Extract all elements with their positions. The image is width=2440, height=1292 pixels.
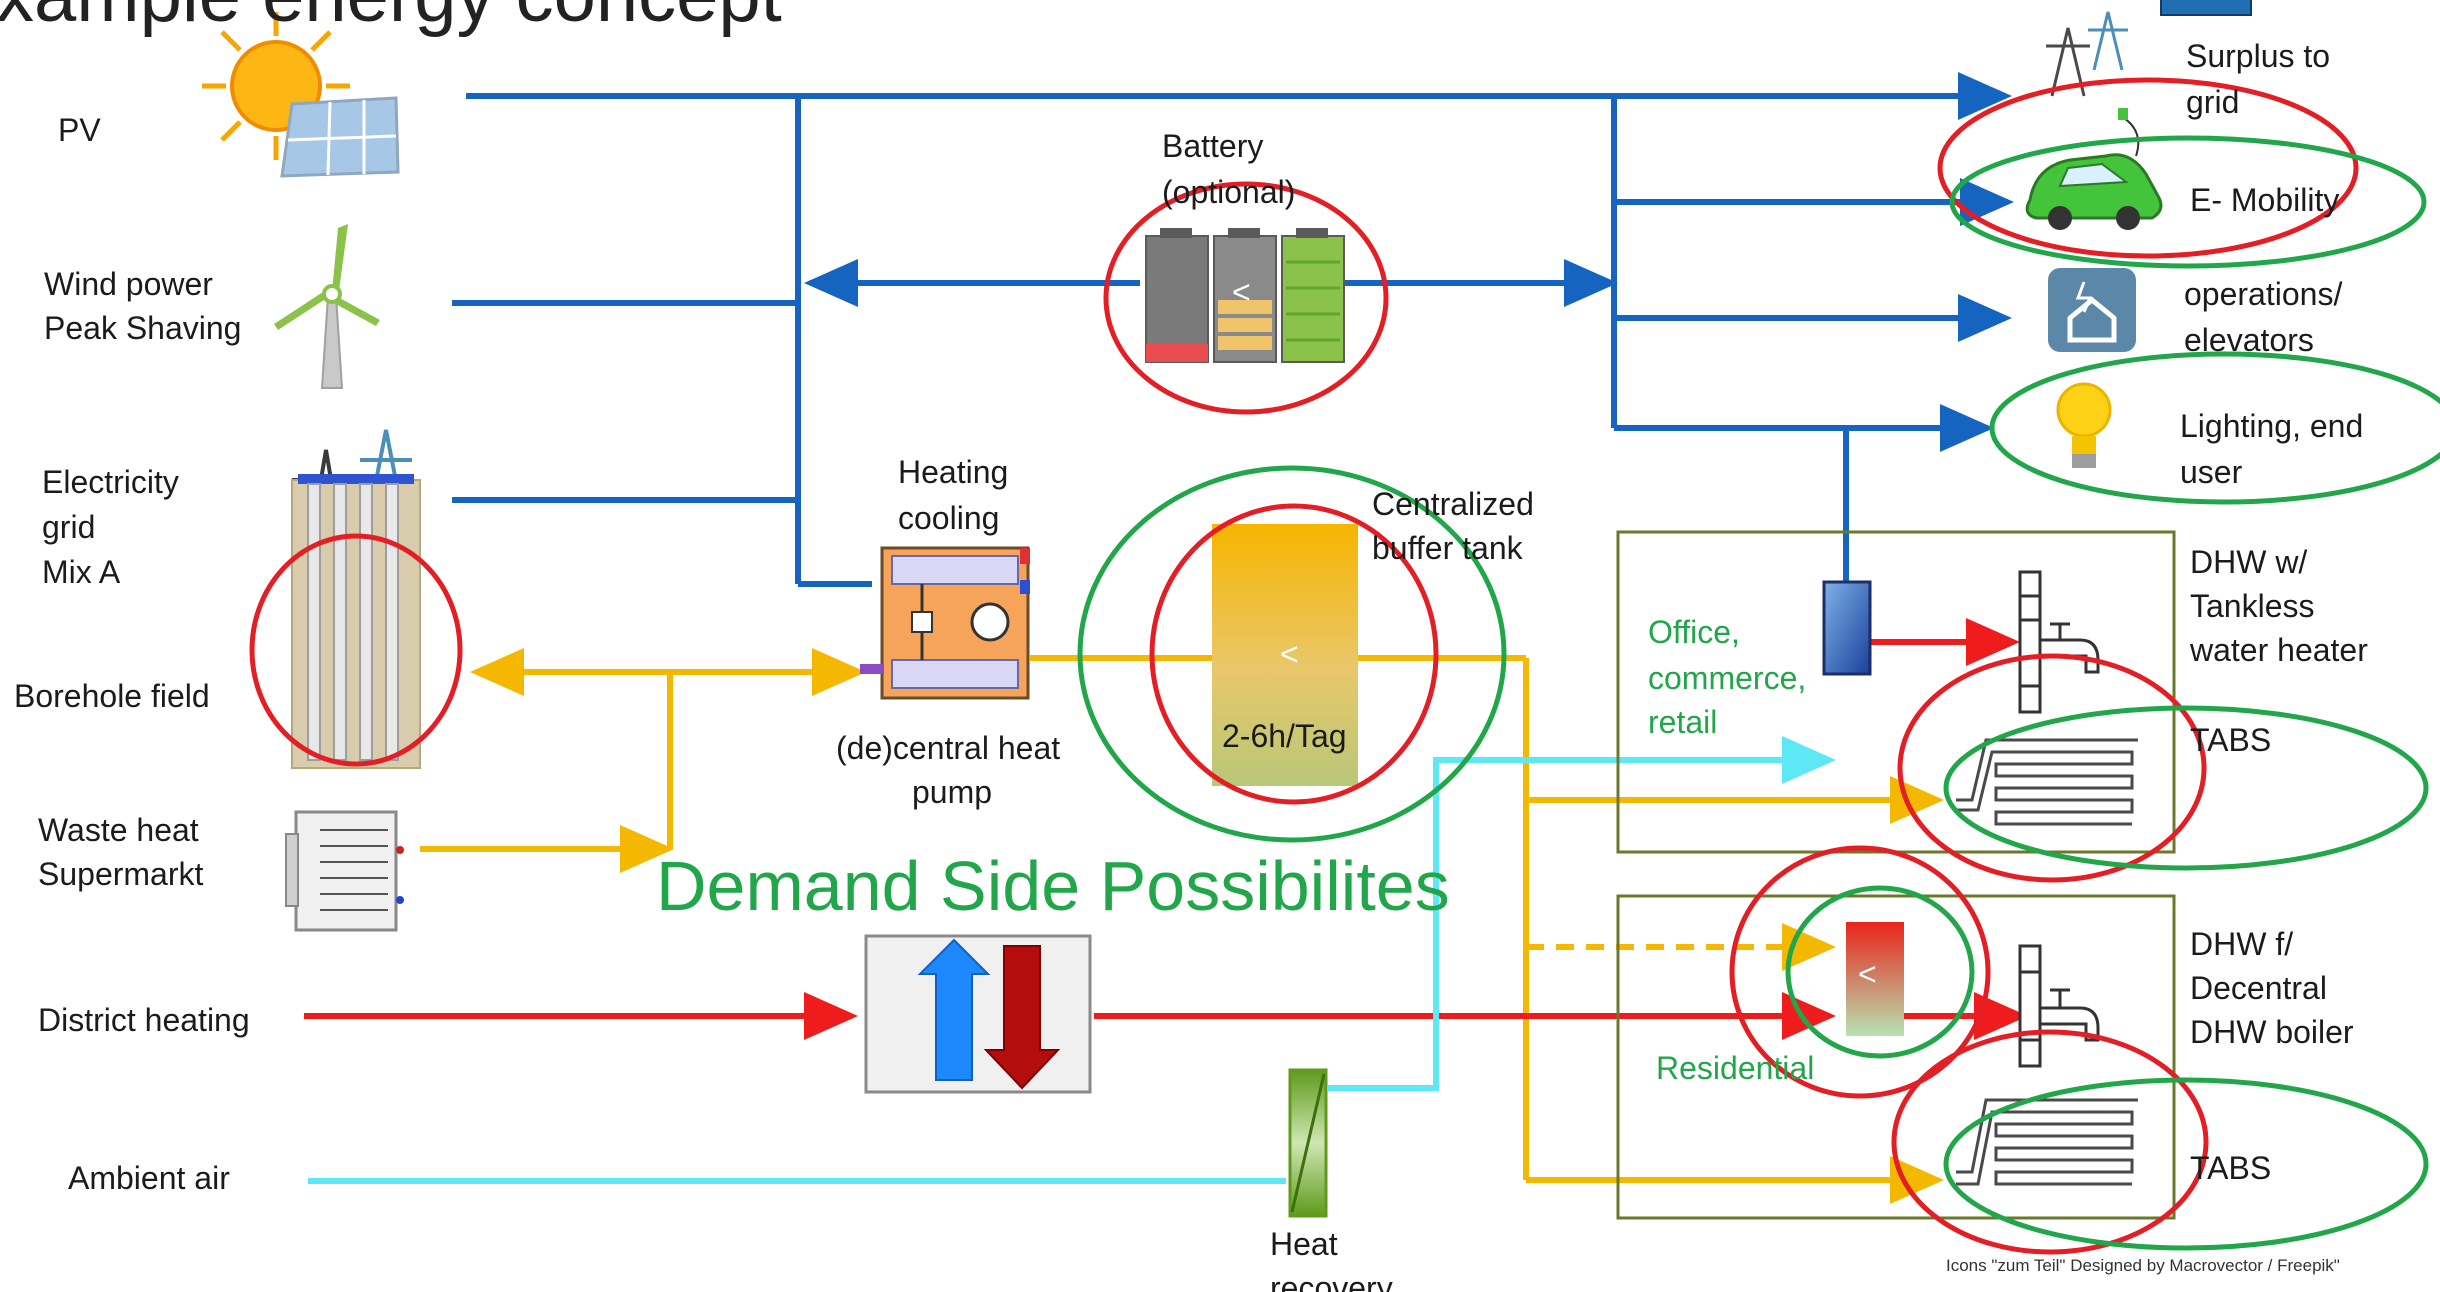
label-wind-2: Peak Shaving: [44, 310, 242, 346]
electric-network: [452, 72, 2014, 587]
heat-exchanger-icon: [864, 934, 1092, 1094]
label-borehole: Borehole field: [14, 678, 210, 714]
label-heating-2: cooling: [898, 500, 1000, 536]
solar-collector-icon: [1822, 580, 1872, 676]
label-waste-2: Supermarkt: [38, 856, 204, 892]
label-heating-1: Heating: [898, 454, 1009, 490]
highlight-circles: [249, 77, 2440, 1255]
label-buffer-2: buffer tank: [1372, 530, 1523, 566]
label-recovery-1: Heat: [1270, 1226, 1338, 1262]
label-lighting-2: user: [2180, 454, 2243, 490]
label-dhw2-3: DHW boiler: [2190, 1014, 2354, 1050]
label-recovery-2: recovery: [1270, 1270, 1393, 1292]
label-office-2: commerce,: [1648, 660, 1807, 696]
tabs-coil-icon: [1956, 738, 2138, 826]
label-operations-2: elevators: [2184, 322, 2314, 358]
label-pv: PV: [58, 112, 101, 148]
label-emobility: E- Mobility: [2190, 182, 2340, 218]
label-battery-2: (optional): [1162, 174, 1296, 210]
label-ambient-air: Ambient air: [68, 1160, 230, 1196]
label-residential: Residential: [1656, 1050, 1815, 1086]
icon-credit: Icons "zum Teil" Designed by Macrovector…: [1946, 1256, 2340, 1275]
label-office-1: Office,: [1648, 614, 1740, 650]
buffer-marker: <: [1280, 636, 1299, 672]
label-buffer-1: Centralized: [1372, 486, 1534, 522]
label-dhw1-2: Tankless: [2190, 588, 2315, 624]
refrigeration-unit-icon: [285, 810, 404, 932]
label-office-3: retail: [1648, 704, 1718, 740]
page-title: xample energy concept: [0, 0, 782, 39]
label-battery-1: Battery: [1162, 128, 1264, 164]
label-dhw2-2: Decentral: [2190, 970, 2327, 1006]
tabs-coil-icon-residential: [1956, 1098, 2138, 1186]
label-heat-pump-1: (de)central heat: [836, 730, 1061, 766]
label-dhw1-1: DHW w/: [2190, 544, 2308, 580]
battery-icon: [1145, 228, 1345, 363]
battery-marker: <: [1232, 274, 1251, 310]
heat-pump-icon: [860, 546, 1030, 700]
borehole-field-icon: [291, 474, 421, 769]
light-bulb-icon: [2056, 382, 2112, 468]
label-tabs-office: TABS: [2190, 722, 2272, 758]
residential-building-box: [1616, 894, 2176, 1220]
label-dhw2-1: DHW f/: [2190, 926, 2294, 962]
label-heat-pump-2: pump: [912, 774, 993, 810]
label-tabs-residential: TABS: [2190, 1150, 2272, 1186]
boiler-marker: <: [1858, 956, 1877, 992]
surplus-pylon-icon: [2046, 11, 2128, 97]
air-network: [308, 736, 1836, 1184]
label-grid-1: Electricity: [42, 464, 179, 500]
label-wind-1: Wind power: [44, 266, 213, 302]
label-surplus-1: Surplus to: [2186, 38, 2331, 74]
demand-side-headline: Demand Side Possibilites: [656, 847, 1450, 925]
label-lighting-1: Lighting, end: [2180, 408, 2364, 444]
label-buffer-time: 2-6h/Tag: [1222, 718, 1347, 754]
label-waste-1: Waste heat: [38, 812, 199, 848]
tap-icon: [2018, 570, 2100, 714]
label-dhw1-3: water heater: [2190, 632, 2368, 668]
label-district-heating: District heating: [38, 1002, 250, 1038]
heat-recovery-icon: [1288, 1068, 1328, 1218]
decentral-boiler-icon: [1846, 922, 1904, 1036]
buffer-tank-icon: [1212, 524, 1358, 786]
label-grid-3: Mix A: [42, 554, 121, 590]
label-surplus-2: grid: [2186, 84, 2240, 120]
logo: [2160, 0, 2252, 16]
tap-icon-residential: [2018, 944, 2100, 1068]
label-operations-1: operations/: [2184, 276, 2343, 312]
electric-car-icon: [2025, 108, 2163, 230]
solar-panel-icon: [280, 96, 400, 178]
smart-home-icon: [2048, 268, 2136, 352]
wind-turbine-icon: [274, 224, 380, 389]
label-grid-2: grid: [42, 509, 96, 545]
